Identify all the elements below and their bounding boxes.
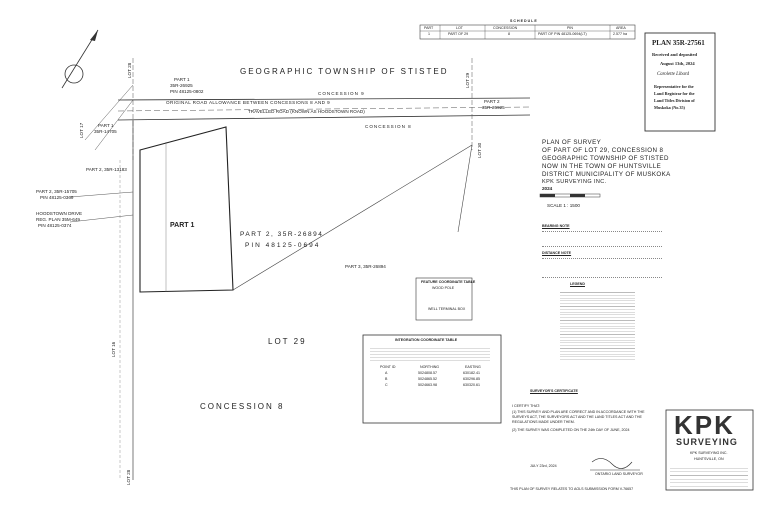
part2-right-label: PART 2: [484, 99, 500, 104]
part3-26894-label: PART 3, 35R-26894: [345, 264, 386, 269]
hoodstown-drive-label: HOODSTOWN DRIVE: [36, 211, 83, 216]
title-line-3: GEOGRAPHIC TOWNSHIP OF STISTED: [542, 155, 669, 162]
integration-row-b-northing: 5024865.52: [418, 377, 437, 381]
feature-table-sub: WOOD POLE: [432, 286, 455, 290]
lot-29-label: LOT 29: [268, 337, 307, 346]
concession-9-label: CONCESSION 9: [318, 91, 365, 96]
footer-note: THIS PLAN OF SURVEY RELATES TO AOLS SUBM…: [510, 487, 634, 491]
registrar-signature: Carolette Libard: [657, 72, 690, 77]
kpk-job-details: [670, 465, 748, 487]
schedule-header-concession: CONCESSION: [493, 26, 518, 30]
bearing-note-text: [542, 231, 662, 247]
pin-26894-label: PIN 48125-0694: [245, 242, 321, 249]
concession-8-label: CONCESSION 8: [200, 402, 285, 411]
rep-line-2: Land Registrar for the: [654, 91, 695, 96]
surveyor-cert-line-1: I CERTIFY THAT:: [512, 404, 540, 408]
concession-8-top-label: CONCESSION 8: [365, 124, 412, 129]
part2-right-plan: 35R-26925: [482, 105, 505, 110]
integration-row-a-northing: 5024808.57: [418, 371, 437, 375]
lot-28-bottom-label: LOT 28: [126, 469, 131, 485]
reg-plan-pin: PIN 48125-0374: [38, 223, 72, 228]
part1-left-label: PART 1: [98, 123, 114, 128]
road-allowance-label: ORIGINAL ROAD ALLOWANCE BETWEEN CONCESSI…: [166, 100, 331, 105]
bearing-note-title: BEARING NOTE: [542, 224, 570, 228]
part1-ref-label: PART 1: [174, 77, 190, 82]
title-line-6: KPK SURVEYING INC.: [542, 179, 607, 185]
plan-number: PLAN 35R-27561: [652, 39, 705, 47]
legend-entries: [560, 290, 635, 360]
received-date: August 13th, 2024: [660, 61, 695, 66]
part1-ref-plan: 35R-26925: [170, 83, 193, 88]
schedule-header-lot: LOT: [456, 26, 463, 30]
lot-29-top-label: LOT 29: [465, 72, 470, 88]
title-line-1: PLAN OF SURVEY: [542, 139, 602, 146]
kpk-logo-bottom: SURVEYING: [676, 437, 738, 447]
feature-table-title: FEATURE COORDINATE TABLE: [421, 280, 476, 284]
integration-table-title: INTEGRATION COORDINATE TABLE: [395, 338, 458, 342]
surveyor-cert-line-5: (2) THE SURVEY WAS COMPLETED ON THE 24th…: [512, 428, 630, 432]
rep-line-3: Land Titles Division of: [654, 98, 695, 103]
schedule-header-area: AREA: [616, 26, 626, 30]
title-line-4: NOW IN THE TOWN OF HUNTSVILLE: [542, 163, 662, 170]
integration-row-b-easting: 630296.85: [463, 377, 480, 381]
integration-table-notes: [370, 346, 490, 362]
kpk-logo-top: KPK: [674, 410, 735, 440]
feature-table-well: WELL TERMINAL BOX: [428, 307, 466, 311]
part1-ref-pin: PIN 48125-0802: [170, 89, 204, 94]
integration-header-easting: EASTING: [465, 365, 481, 369]
lot-17-label: LOT 17: [79, 122, 84, 138]
schedule-row-concession: 8: [508, 32, 510, 36]
integration-row-a-id: A: [385, 371, 388, 375]
distance-note-text: [542, 258, 662, 278]
integration-row-c-id: C: [385, 383, 388, 387]
kpk-address-1: KPK SURVEYING INC.: [690, 451, 728, 455]
schedule-row-pin: PART OF PIN 48125-0694(LT): [538, 32, 587, 36]
surveyor-cert-line-3: SURVEYS ACT, THE SURVEYORS ACT AND THE L…: [512, 415, 642, 419]
surveyor-title: ONTARIO LAND SURVEYOR: [595, 472, 643, 476]
lot-16-label: LOT 16: [111, 341, 116, 357]
part1-left-plan: 35R-14705: [94, 129, 117, 134]
reg-plan-label: REG. PLAN 35M-649: [36, 217, 80, 222]
distance-note-title: DISTANCE NOTE: [542, 251, 572, 255]
scale-label: SCALE 1 : 1500: [547, 203, 580, 208]
integration-header-point: POINT ID: [380, 365, 396, 369]
travelled-road-label: TRAVELLED ROAD (KNOWN AS HOODSTOWN ROAD): [248, 109, 365, 114]
received-text: Received and deposited: [652, 52, 697, 57]
rep-line-4: Muskoka (No.35): [654, 105, 685, 110]
rep-line-1: Representative for the: [654, 84, 694, 89]
schedule-header-part: PART: [424, 26, 434, 30]
integration-header-northing: NORTHING: [420, 365, 440, 369]
title-line-2: OF PART OF LOT 29, CONCESSION 8: [542, 147, 664, 154]
surveyor-cert-line-2: (1) THIS SURVEY AND PLAN ARE CORRECT AND…: [512, 410, 645, 414]
surveyor-cert-line-4: REGULATIONS MADE UNDER THEM.: [512, 420, 575, 424]
surveyor-cert-title: SURVEYOR'S CERTIFICATE: [530, 389, 578, 393]
part2-13183-label: PART 2, 35R-13183: [86, 167, 127, 172]
lot-28-top-label: LOT 28: [127, 62, 132, 78]
kpk-address-2: HUNTSVILLE, ON: [694, 457, 724, 461]
lot-30-top-label: LOT 30: [477, 142, 482, 158]
integration-row-a-easting: 630182.41: [463, 371, 480, 375]
integration-row-b-id: B: [385, 377, 388, 381]
part2-26894-label: PART 2, 35R-26894: [240, 231, 324, 238]
legend-title: LEGEND: [570, 282, 585, 286]
schedule-header-pin: PIN: [567, 26, 573, 30]
schedule-row-part: 1: [428, 32, 430, 36]
surveyor-sign-date: JULY 23rd, 2024: [530, 464, 557, 468]
part2-15705-label: PART 2, 35R-15705: [36, 189, 77, 194]
integration-row-c-northing: 5024663.98: [418, 383, 437, 387]
integration-row-c-easting: 630320.61: [463, 383, 480, 387]
part1-main-label: PART 1: [170, 222, 195, 229]
schedule-title: SCHEDULE: [510, 19, 538, 23]
title-line-5: DISTRICT MUNICIPALITY OF MUSKOKA: [542, 171, 671, 178]
title-year: 2024: [542, 186, 553, 191]
part2-15705-pin: PIN 48125-0369: [40, 195, 74, 200]
township-label: GEOGRAPHIC TOWNSHIP OF STISTED: [240, 67, 449, 76]
schedule-row-area: 2.577 ha: [613, 32, 627, 36]
schedule-row-lot: PART OF 29: [448, 32, 469, 36]
